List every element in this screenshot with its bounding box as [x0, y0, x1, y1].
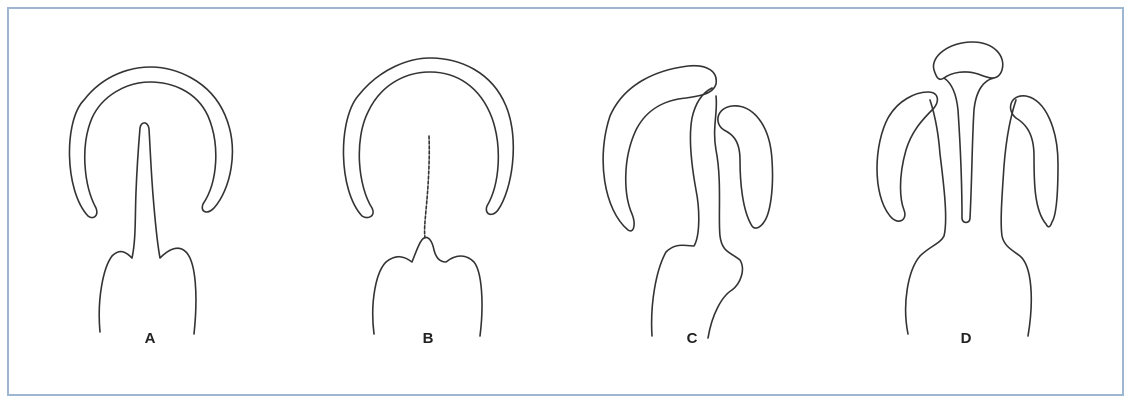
panel-d-label: D	[961, 330, 972, 347]
panel-b: B	[343, 58, 513, 347]
panel-c-left-process	[603, 66, 716, 231]
panel-d-top-cap	[933, 42, 1002, 79]
panel-d-center-stem	[944, 78, 994, 223]
panel-a: A	[69, 67, 232, 347]
panel-c: C	[603, 66, 772, 347]
panel-c-label: C	[687, 330, 698, 347]
panel-a-stalk	[99, 123, 196, 334]
panel-d-right-process	[1011, 96, 1058, 227]
panel-b-label: B	[423, 330, 434, 347]
panel-b-stalk	[373, 238, 482, 337]
panel-d-stalk	[906, 100, 1032, 336]
panel-d: D	[877, 42, 1058, 347]
panel-b-fusion-seam	[425, 136, 430, 238]
panel-d-left-process	[877, 92, 937, 221]
panel-a-label: A	[145, 330, 156, 347]
panel-c-right-process	[718, 106, 773, 228]
panel-c-stalk	[652, 88, 743, 338]
panel-a-arch	[69, 67, 232, 218]
